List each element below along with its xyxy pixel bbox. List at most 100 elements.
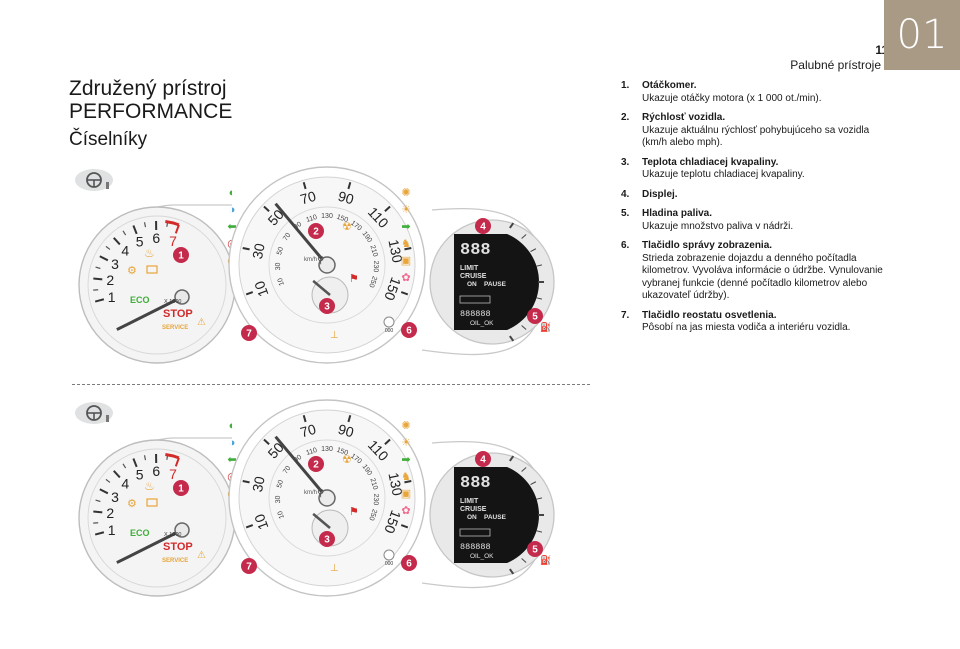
tach-major-tick [99,488,109,495]
battery-icon [146,498,158,507]
fuel-gauge-tick [535,264,543,267]
callout-marker [173,480,189,496]
tach-minor-tick [95,266,101,270]
tach-major-tick [94,298,105,303]
tach-tick-label: 5 [136,466,144,482]
item-title: Otáčkomer. [642,80,697,91]
cruise-label: CRUISE [460,273,487,280]
tach-minor-tick [143,222,147,228]
callout-marker [401,555,417,571]
list-item: 5.Hladina paliva.Ukazuje množstvo paliva… [621,208,891,233]
tach-tick-label: 6 [152,230,160,246]
list-item: 3.Teplota chladiacej kvapaliny.Ukazuje t… [621,157,891,182]
tach-tick-label: 6 [152,463,160,479]
tach-major-tick [132,458,138,468]
speed-major-tick [245,291,254,296]
tach-tick-label: 1 [108,522,116,538]
speed-inner-label: 30 [275,262,282,270]
item-title: Teplota chladiacej kvapaliny. [642,156,779,168]
tach-unit-label: X 1000 [164,299,181,305]
item-number: 6. [621,240,630,251]
odometer-digits: 888888 [460,309,491,319]
tach-major-tick [99,255,109,262]
reset-button-label: 000 [385,328,394,334]
speed-tick-label: 130 [385,471,405,497]
fuel-pump-icon: ⛽ [540,321,551,332]
speed-inner-label: 210 [368,244,378,257]
callout-marker [401,322,417,338]
speed-major-tick [302,414,307,423]
callout-marker [308,456,324,472]
callout-number: 2 [313,460,319,471]
fuel-gauge-tick [509,568,515,575]
fuel-gauge-tick [530,481,537,485]
callout-number: 7 [246,329,252,340]
trip-segment-display [459,295,491,304]
speed-inner-label: 90 [293,454,304,464]
seatbelt-warning-icon: ⚑ [349,506,359,518]
oil-status-label: OIL_OK [470,320,494,327]
speed-tick-label: 70 [298,421,318,441]
tach-major-tick [93,277,103,281]
tach-minor-tick [105,478,111,483]
limit-label: LIMIT [460,498,479,505]
tach-unit-label: X 1000 [164,532,181,538]
callout-number: 7 [246,562,252,573]
list-item: 1.Otáčkomer.Ukazuje otáčky motora (x 1 0… [621,80,891,105]
speed-inner-label: 130 [321,213,333,220]
speed-tick-label: 10 [251,512,271,532]
item-desc: Ukazuje teplotu chladiacej kvapaliny. [642,169,805,180]
reset-button [383,549,395,561]
tach-major-tick [113,237,121,246]
limit-label: LIMIT [460,265,479,272]
fuel-gauge-tick [521,234,527,239]
sidelight-icon: ◑ [229,204,236,216]
item-number: 7. [621,309,630,321]
callout-number: 3 [324,302,330,313]
item-number: 1. [621,80,630,91]
pause-label: PAUSE [484,281,507,288]
multifunction-display [454,467,540,563]
legend-list: 1.Otáčkomer.Ukazuje otáčky motora (x 1 0… [621,80,891,342]
tach-tick-label: 1 [108,289,116,305]
tach-redline-arc [165,453,180,460]
speed-inner-label: 110 [305,447,318,457]
item-number: 4. [621,188,630,200]
fog-light-icon: ✺ [401,187,410,199]
on-label: ON [467,281,477,288]
callout-number: 5 [532,312,538,323]
tach-tick-label: 7 [169,466,177,482]
speed-tick-label: 130 [385,238,405,264]
callout-marker [475,451,491,467]
tach-tick-label: 2 [106,272,114,288]
speed-major-tick [242,479,250,484]
speed-tick-label: 70 [298,188,318,208]
callout-number: 1 [178,251,184,262]
callout-number: 6 [406,559,412,570]
service-warning: SERVICE [162,325,188,331]
speed-inner-label: 10 [277,277,286,287]
speed-inner-ring [268,439,386,557]
speed-inner-label: 50 [276,479,285,489]
fuel-low-icon: ▣ [401,488,411,500]
coolant-needle [312,279,331,296]
tach-tick-label: 3 [111,489,119,505]
tach-minor-tick [95,499,101,503]
stop-warning: STOP [163,541,193,553]
callout-number: 3 [324,535,330,546]
tach-major-tick [174,457,180,467]
tach-needle [116,295,183,331]
speed-tick-label: 30 [249,475,268,494]
callout-number: 4 [480,455,486,466]
speed-unit-icon: ⚲ [317,255,324,266]
sunlight-icon: ☀ [401,437,411,449]
speed-digits: 888 [460,241,491,260]
seat-icon: ♞ [401,471,411,483]
tach-minor-tick [122,463,127,469]
tach-major-tick [94,531,105,536]
tach-needle-hub [174,522,190,538]
speed-major-tick [400,524,409,529]
item-desc: Ukazuje množstvo paliva v nádrži. [642,220,794,232]
engine-warning-icon: ⚙ [127,265,137,277]
